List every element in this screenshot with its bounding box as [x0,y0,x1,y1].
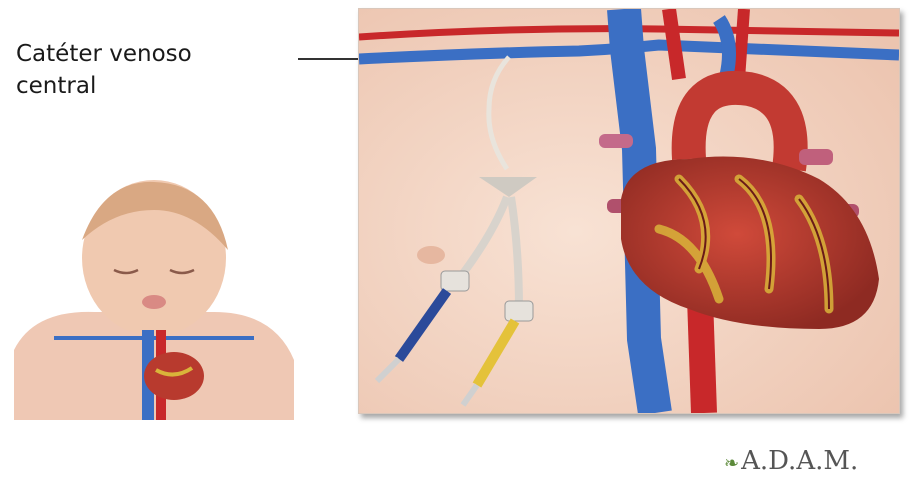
clamp-left [441,271,469,291]
catheter-label: Catéter venoso central [16,38,192,102]
heart-catheter-illustration [359,9,899,413]
adam-leaf-icon: ❧ [724,453,739,474]
pulmonary-vessel-right [799,149,833,165]
adam-logo: ❧A.D.A.M. [724,446,858,476]
illustration-panel [358,8,900,414]
catheter-label-line2: central [16,70,192,102]
right-carotid-artery [739,9,744,79]
navel [417,246,445,264]
carotid-artery [669,9,679,79]
clamp-right [505,301,533,321]
infant-illustration [14,180,294,420]
infant-figure [14,180,294,420]
adam-logo-text: A.D.A.M. [741,446,858,476]
infant-mouth [142,295,166,309]
pulmonary-vessel-left [599,134,633,148]
catheter-label-line1: Catéter venoso [16,38,192,70]
